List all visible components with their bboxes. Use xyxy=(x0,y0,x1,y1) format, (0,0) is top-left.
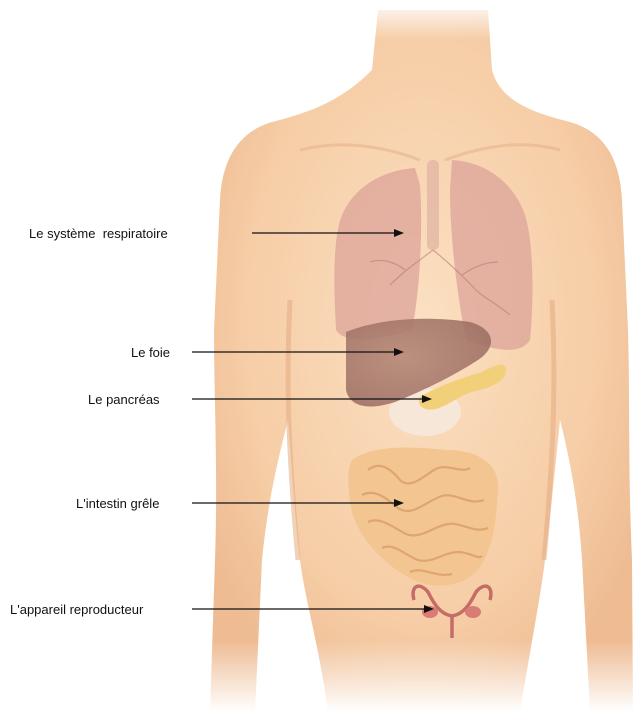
label-small-intestine: L'intestin grêle xyxy=(76,496,159,512)
reproductive-right-gland xyxy=(465,606,481,618)
label-respiratory-system: Le système respiratoire xyxy=(29,226,168,242)
label-reproductive-system: L'appareil reproducteur xyxy=(10,602,143,618)
label-pancreas: Le pancréas xyxy=(88,392,160,408)
trachea xyxy=(427,160,439,250)
label-liver: Le foie xyxy=(131,345,170,361)
